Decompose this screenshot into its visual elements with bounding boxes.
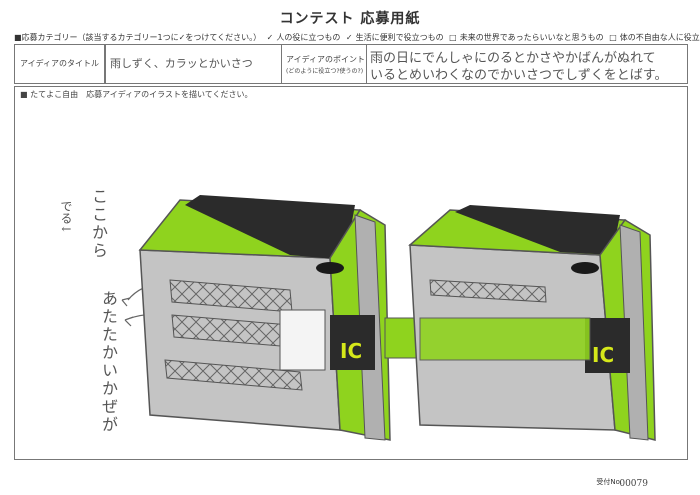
gate-ic-label-1: IC <box>340 339 362 363</box>
point-line-2: いるとめいわくなのでかいさつでしずくをとばす。 <box>370 68 668 83</box>
category-option-4: 体の不自由な人に役立つもの <box>619 33 700 42</box>
category-option-3: 未来の世界であったらいいなと思うもの <box>459 33 604 42</box>
receipt-number: 00079 <box>619 479 648 489</box>
category-row: ■応募カテゴリー（該当するカテゴリー1つに✓をつけてください。） ✓人の役に立つ… <box>14 32 700 43</box>
gate-ic-label-2: IC <box>592 343 614 367</box>
ticket-gate-left: IC <box>138 195 391 441</box>
category-label: ■応募カテゴリー（該当するカテゴリー1つに✓をつけてください。） <box>14 33 262 42</box>
category-option-2: 生活に便利で役立つもの <box>355 33 444 42</box>
receipt-label: 受付No. <box>596 478 622 486</box>
point-sublabel: (どのように役立つ?使うの?) <box>286 68 364 75</box>
point-label: アイディアのポイント <box>286 55 366 64</box>
category-option-1: 人の役に立つもの <box>276 33 341 42</box>
category-checkbox-1[interactable]: ✓ <box>266 33 274 42</box>
title-label: アイディアのタイトル <box>20 59 100 68</box>
title-label-cell <box>14 44 106 84</box>
ticket-gate-right: IC <box>408 205 656 441</box>
title-value-cell[interactable] <box>104 44 282 84</box>
note-column-1: ここから <box>89 188 108 260</box>
form-title: コンテスト 応募用紙 <box>279 11 421 27</box>
note-top: でる↓ <box>59 200 73 235</box>
illustration-area <box>14 86 688 460</box>
point-line-1: 雨の日にでんしゃにのるとかさやかばんがぬれて <box>370 51 656 66</box>
point-value-cell[interactable] <box>366 44 688 84</box>
note-column-2: あたたかいかぜが <box>99 290 118 434</box>
category-checkbox-3[interactable]: □ <box>449 33 457 42</box>
illustration-label: ■ たてよこ自由 応募アイディアのイラストを描いてください。 <box>20 90 253 99</box>
category-checkbox-4[interactable]: □ <box>609 33 617 42</box>
title-value: 雨しずく、カラッとかいさつ <box>110 57 253 70</box>
category-checkbox-2[interactable]: ✓ <box>345 33 353 42</box>
